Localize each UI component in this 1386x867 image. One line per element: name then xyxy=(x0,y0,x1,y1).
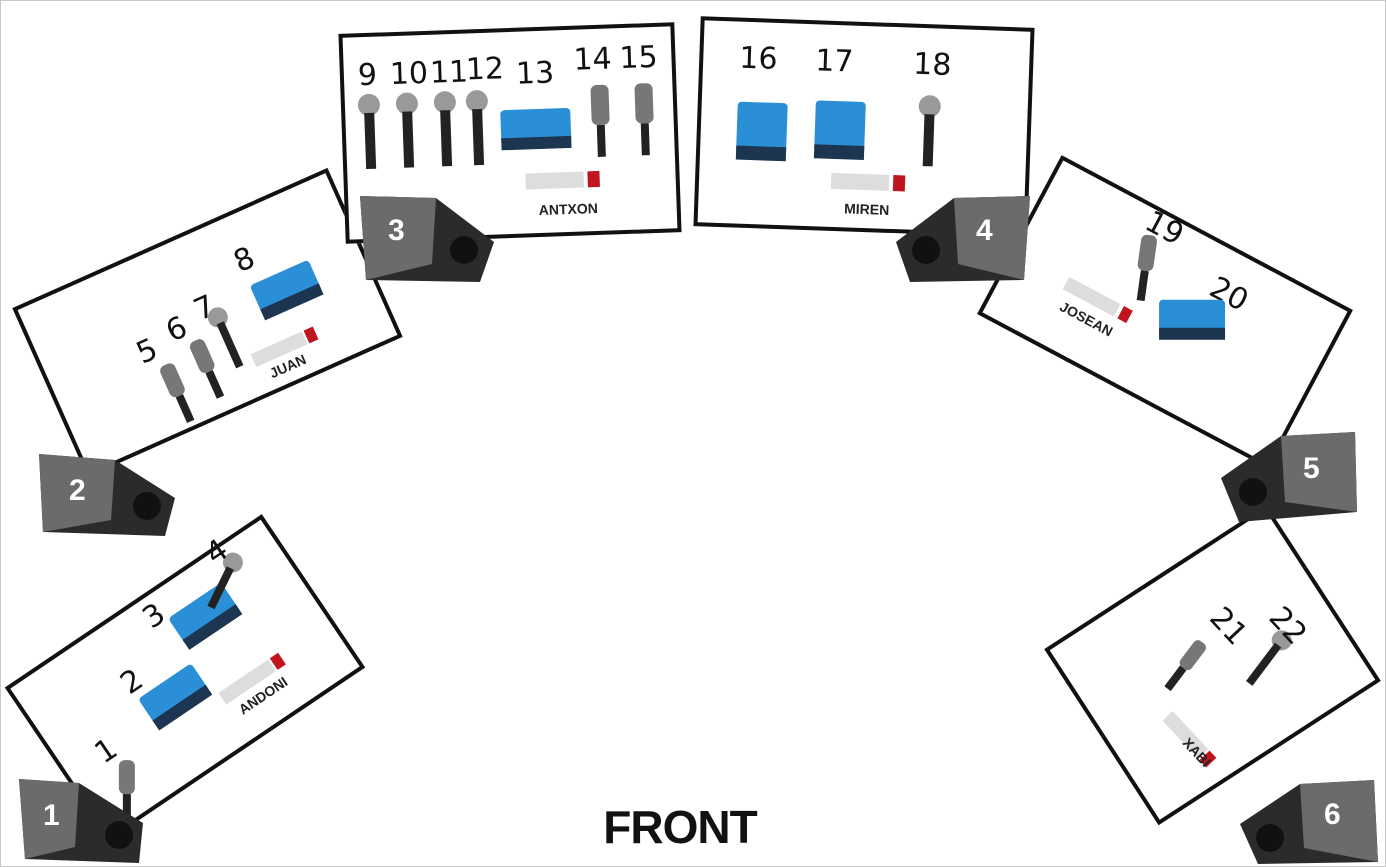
di-box-icon xyxy=(169,584,243,650)
di-box-icon xyxy=(1159,299,1226,340)
monitor-wedge-2: 2 xyxy=(39,454,175,536)
front-label: FRONT xyxy=(603,801,757,853)
xlr-cable-icon xyxy=(189,339,225,399)
monitor-wedge-3: 3 xyxy=(360,196,494,282)
monitor-number: 6 xyxy=(1324,798,1341,831)
xlr-cable-icon xyxy=(1136,234,1157,302)
power-strip-icon xyxy=(830,172,906,192)
channel-number: 8 xyxy=(229,240,261,280)
microphone-icon xyxy=(395,92,418,168)
xlr-cable-icon xyxy=(160,363,195,423)
microphone-icon xyxy=(918,95,941,167)
microphone-icon xyxy=(1246,630,1292,686)
xlr-cable-icon xyxy=(118,760,135,819)
musician-panel-xabi: 21 22 XABI xyxy=(1044,504,1381,826)
monitor-number: 1 xyxy=(43,799,60,832)
musician-panel-andoni: 1 2 3 4 ANDONI xyxy=(4,514,366,841)
power-strip-icon xyxy=(1162,711,1217,768)
di-box-icon xyxy=(250,260,324,321)
di-box-icon xyxy=(139,664,213,731)
monitor-number: 5 xyxy=(1303,452,1320,485)
xlr-cable-icon xyxy=(634,83,654,156)
xlr-cable-icon xyxy=(1164,640,1207,692)
microphone-icon xyxy=(433,91,456,167)
channel-number: 18 xyxy=(913,47,952,83)
channel-number: 9 xyxy=(357,58,377,94)
monitor-number: 2 xyxy=(69,474,86,507)
channel-number: 10 xyxy=(389,56,428,92)
channel-number: 3 xyxy=(136,596,171,636)
channel-number: 21 xyxy=(1202,600,1254,652)
di-box-icon xyxy=(735,101,788,162)
channel-number: 13 xyxy=(515,55,554,91)
monitor-wedge-5: 5 xyxy=(1221,432,1357,522)
channel-number: 6 xyxy=(161,310,193,350)
microphone-icon xyxy=(207,307,244,369)
channel-number: 1 xyxy=(89,731,124,771)
channel-number: 14 xyxy=(573,41,612,77)
power-strip-icon xyxy=(218,652,286,705)
channel-number: 5 xyxy=(131,332,163,372)
musician-name: MIREN xyxy=(844,200,890,218)
power-strip-icon xyxy=(525,170,600,190)
monitor-number: 4 xyxy=(976,214,993,247)
channel-number: 17 xyxy=(815,43,854,79)
musician-panel-josean: 19 20 JOSEAN xyxy=(977,155,1353,469)
monitor-number: 3 xyxy=(388,214,405,247)
xlr-cable-icon xyxy=(590,84,610,157)
musician-panel-juan: 5 6 7 8 JUAN xyxy=(12,167,403,478)
microphone-icon xyxy=(465,90,488,166)
musician-name: ANTXON xyxy=(538,200,598,218)
musician-panel-antxon: 9 10 11 12 13 14 15 ANTXON xyxy=(338,22,682,244)
monitor-wedge-1: 1 xyxy=(19,779,143,863)
channel-number: 16 xyxy=(739,41,778,77)
power-strip-icon xyxy=(1062,276,1133,324)
channel-number: 22 xyxy=(1262,600,1314,652)
microphone-icon xyxy=(207,552,243,610)
musician-panel-miren: 16 17 18 MIREN xyxy=(693,16,1035,238)
di-box-icon xyxy=(500,108,572,151)
channel-number: 15 xyxy=(619,40,658,76)
monitor-wedge-4: 4 xyxy=(896,196,1030,282)
microphone-icon xyxy=(357,93,380,170)
power-strip-icon xyxy=(250,326,319,367)
channel-number: 12 xyxy=(465,51,504,87)
monitor-wedge-6: 6 xyxy=(1240,780,1378,864)
channel-number: 11 xyxy=(429,54,468,90)
di-box-icon xyxy=(813,100,866,161)
